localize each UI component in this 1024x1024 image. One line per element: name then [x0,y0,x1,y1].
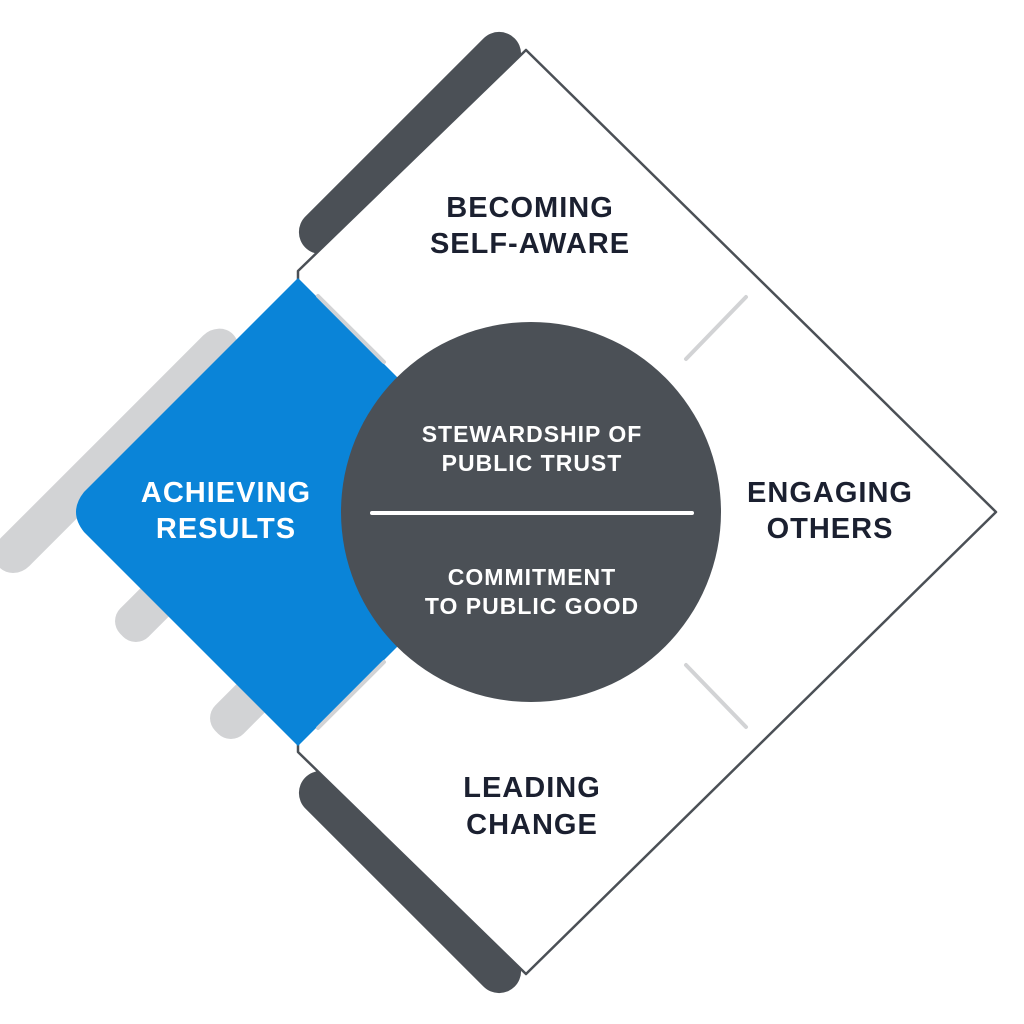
center-lower-line1: COMMITMENT [448,564,616,590]
edge-tab-bottom [298,770,522,994]
label-right-line2: OTHERS [767,513,894,545]
label-bottom: LEADING CHANGE [463,772,601,841]
divider-bottom-right [684,663,748,729]
label-left-line2: RESULTS [156,513,296,545]
divider-top-left [316,294,386,364]
label-left-line1: ACHIEVING [141,477,311,509]
label-right-line1: ENGAGING [747,477,913,509]
divider-bottom-left [316,660,386,730]
label-top-line1: BECOMING [446,192,614,224]
label-left: ACHIEVING RESULTS [141,477,311,545]
center-upper-label: STEWARDSHIP OF PUBLIC TRUST [422,421,643,476]
center-lower-line2: TO PUBLIC GOOD [425,593,639,619]
label-top: BECOMING SELF-AWARE [430,192,630,260]
divider-top-right [684,295,748,361]
center-lower-label: COMMITMENT TO PUBLIC GOOD [425,564,639,619]
center-upper-line2: PUBLIC TRUST [442,450,623,476]
label-top-line2: SELF-AWARE [430,228,630,260]
center-upper-line1: STEWARDSHIP OF [422,421,643,447]
label-bottom-line1: LEADING [463,772,601,804]
quadrant-left-achieving-results [76,278,402,746]
quadrant-dividers [316,294,748,730]
shadow-tab-large [0,328,239,573]
edge-tab-top [298,31,522,255]
edge-tabs [298,31,522,994]
label-right: ENGAGING OTHERS [747,477,913,545]
label-bottom-line2: CHANGE [466,809,598,841]
